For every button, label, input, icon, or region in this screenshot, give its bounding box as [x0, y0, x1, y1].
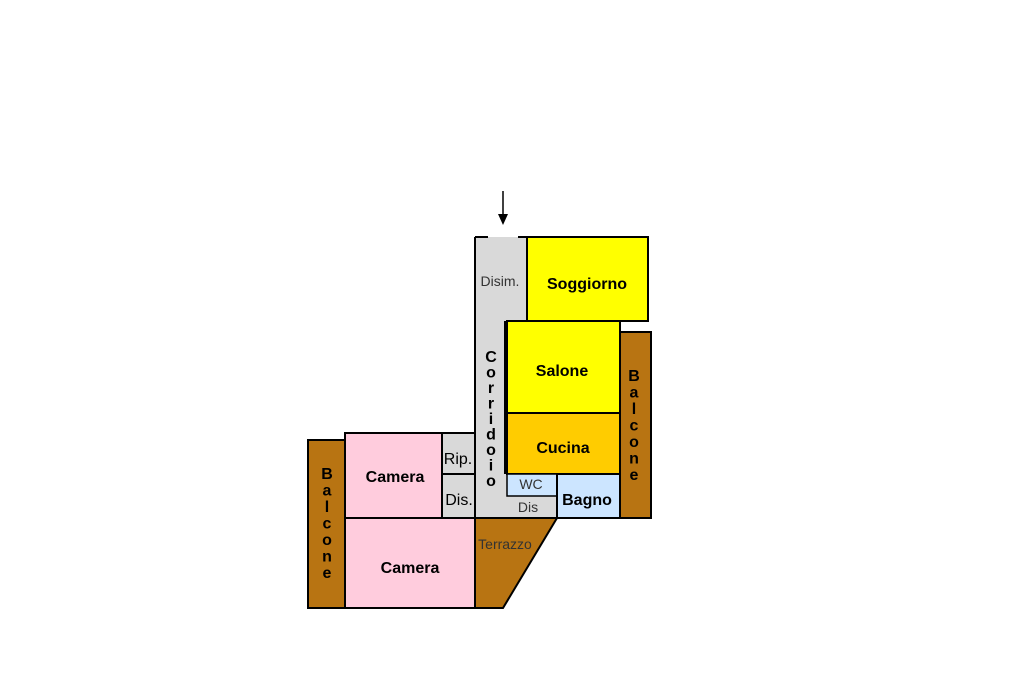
vertical-label-letter: o — [629, 434, 639, 451]
vertical-label-letter: o — [486, 442, 496, 459]
walls — [441, 236, 557, 519]
vertical-label-letter: e — [630, 467, 639, 484]
label-dis: Dis. — [445, 492, 473, 509]
vertical-label-letter: i — [489, 411, 493, 428]
terrace — [474, 517, 559, 609]
vertical-label-letter: n — [322, 549, 332, 566]
vertical-label-letter: c — [630, 418, 639, 435]
vertical-label-letter: d — [486, 427, 496, 444]
label-terrazzo: Terrazzo — [478, 536, 532, 552]
vertical-label-letter: r — [488, 396, 494, 413]
vertical-label-letter: a — [630, 385, 639, 402]
vertical-label-letter: a — [323, 483, 332, 500]
room-camera-bottom — [344, 517, 476, 609]
label-camera-bottom: Camera — [381, 560, 440, 577]
vertical-label-letter: i — [489, 458, 493, 475]
vertical-label-letter: l — [325, 499, 329, 516]
vertical-label-letter: B — [321, 466, 333, 483]
room-soggiorno — [526, 236, 649, 322]
vertical-label-letter: r — [488, 380, 494, 397]
vertical-label-letter: c — [323, 516, 332, 533]
vertical-label-letter: C — [485, 349, 497, 366]
label-disim: Disim. — [481, 273, 520, 289]
label-soggiorno: Soggiorno — [547, 276, 627, 293]
balcony-left — [307, 439, 346, 609]
label-rip: Rip. — [444, 451, 472, 468]
vertical-label-letter: o — [486, 473, 496, 490]
vertical-label-letter: l — [632, 401, 636, 418]
room-bagno — [556, 473, 621, 519]
entrance-arrow-icon — [498, 191, 508, 225]
label-bagno: Bagno — [562, 492, 612, 509]
label-dis-small: Dis — [518, 499, 538, 515]
label-camera-top: Camera — [366, 469, 425, 486]
vertical-label-letter: n — [629, 451, 639, 468]
label-salone: Salone — [536, 363, 589, 380]
vertical-label-letter: o — [322, 532, 332, 549]
room-camera-top — [344, 432, 443, 519]
vertical-label-letter: e — [323, 565, 332, 582]
label-wc: WC — [519, 476, 542, 492]
label-cucina: Cucina — [536, 440, 589, 457]
vertical-label-letter: o — [486, 365, 496, 382]
balcony-right — [619, 331, 652, 519]
vertical-label-letter: B — [628, 368, 640, 385]
corridor-area — [442, 237, 557, 518]
